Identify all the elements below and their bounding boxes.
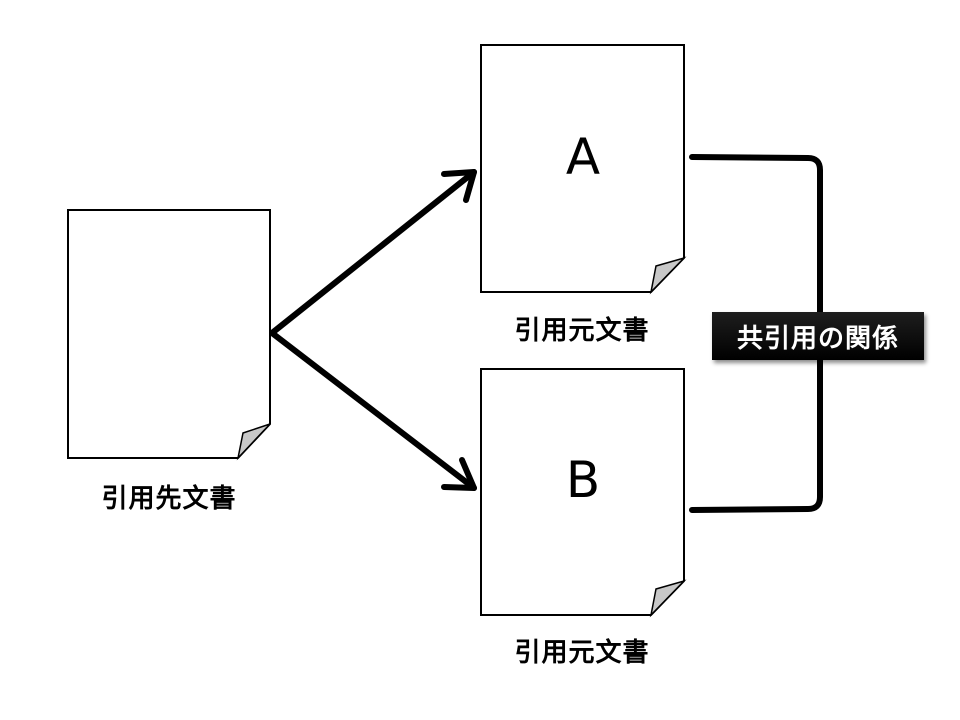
co-citation-relation-badge: 共引用の関係	[712, 312, 924, 360]
cited-document-a-label: 引用元文書	[514, 316, 650, 346]
page-fold-icon	[649, 579, 687, 618]
cited-document-b-label: 引用元文書	[514, 638, 650, 668]
cited-document-b	[480, 368, 687, 618]
citation-arrow-to-b	[269, 330, 477, 491]
page-fold-icon	[236, 423, 271, 461]
citation-arrow-to-a	[269, 169, 477, 336]
citing-document	[67, 209, 271, 461]
page-fold-icon	[649, 256, 687, 295]
citing-document-label: 引用先文書	[101, 484, 237, 514]
document-b-letter: B	[565, 451, 601, 509]
document-a-letter: A	[565, 128, 601, 186]
cited-document-a	[480, 44, 687, 295]
